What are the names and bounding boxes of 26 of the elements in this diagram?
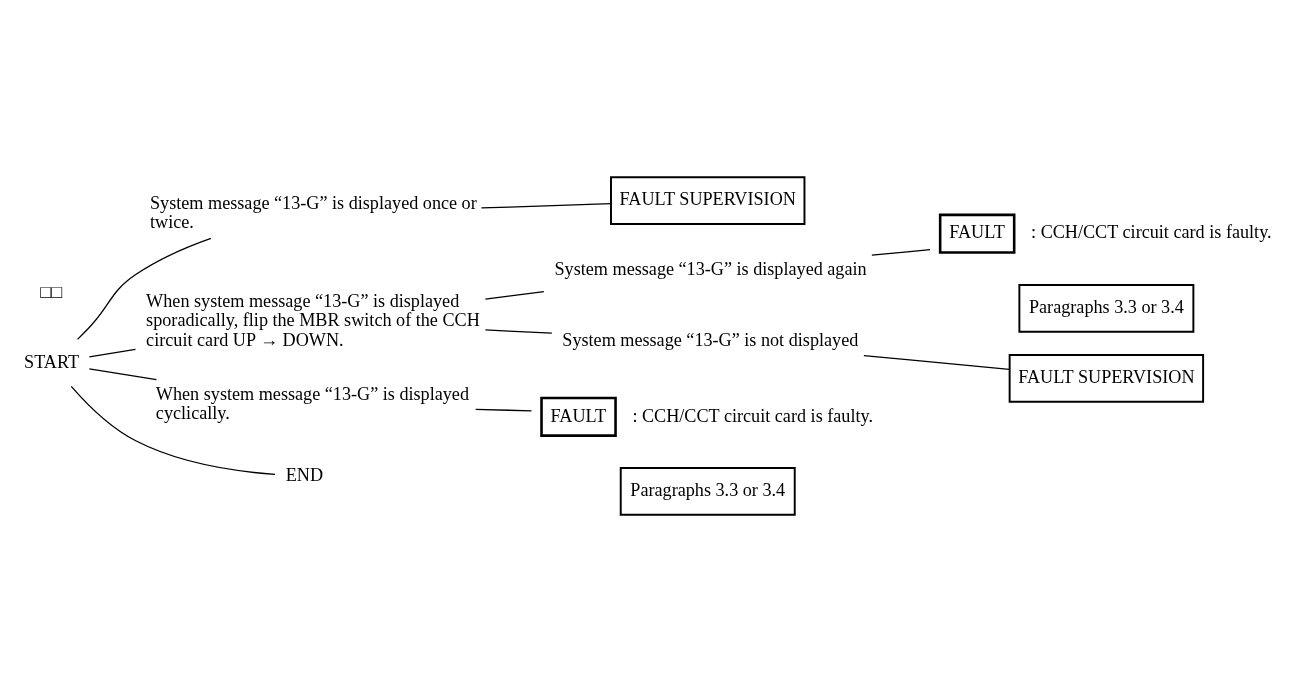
node-text: System message “13-G” is not displayed [562,329,859,350]
node-box: Paragraphs 3.3 or 3.4 [619,466,796,516]
connector [484,328,553,334]
node-box: FAULT SUPERVISION [1008,353,1205,403]
node-box: FAULT SUPERVISION [610,175,806,225]
label: □□ [40,281,63,302]
node-label: : CCH/CCT circuit card is faulty. [632,405,873,426]
node-label: : CCH/CCT circuit card is faulty. [1031,221,1272,242]
connector [871,248,931,256]
node-box: FAULT [540,396,617,437]
node-box: FAULT [938,213,1016,254]
connector [475,408,533,412]
connector [88,348,137,358]
connector [863,354,1010,370]
connector [484,290,545,300]
node-text: System message “13-G” is displayed once or twice. [150,192,477,232]
node-text: When system message “13-G” is displayed sporadically, flip the MBR switch of the CCH circuit card UP → DOWN. [146,290,480,350]
connector [88,367,158,380]
node-text: START [24,351,80,372]
node-text: When system message “13-G” is displayed cyclically. [155,383,469,423]
node-text: System message “13-G” is displayed again [554,258,867,279]
connector [70,385,276,475]
node-box: Paragraphs 3.3 or 3.4 [1018,283,1195,333]
connector [76,237,212,340]
connector [480,202,612,209]
node-text: END [285,464,324,485]
